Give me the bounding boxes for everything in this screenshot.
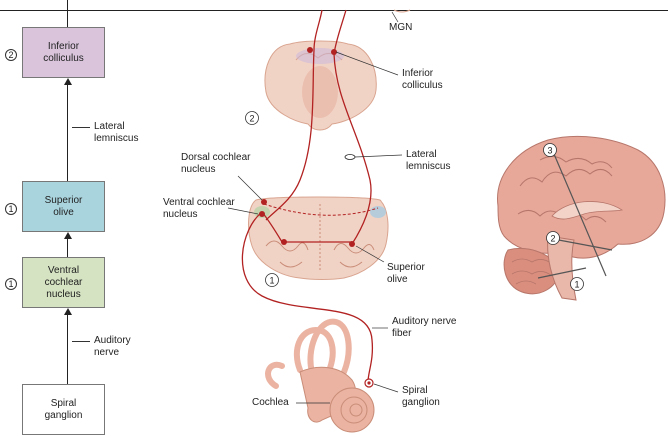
ventral-cochlear-nucleus-dot: [259, 211, 265, 217]
section-number-brainstem: 1: [269, 276, 274, 286]
label-inferior-colliculus: Inferior colliculus: [402, 68, 443, 92]
label-dorsal-cochlear-nucleus: Dorsal cochlear nucleus: [181, 152, 250, 176]
label-lateral-lemniscus: Lateral lemniscus: [406, 149, 450, 173]
brain-brainstem: [548, 236, 576, 300]
leader-lateral-lemniscus: [355, 155, 402, 157]
brain-marker-2: 2: [550, 234, 555, 244]
label-cochlea: Cochlea: [252, 397, 289, 409]
leader-dorsal-cochlear-nucleus: [238, 176, 262, 200]
label-ventral-cochlear-nucleus: Ventral cochlear nucleus: [163, 197, 235, 221]
label-superior-olive: Superior olive: [387, 262, 425, 286]
lateral-lemniscus-marker: [345, 155, 355, 160]
leader-mgn: [392, 12, 398, 22]
midbrain-tint: [296, 48, 344, 64]
superior-olive-dot-left: [281, 239, 287, 245]
brainstem-blue-tint: [370, 206, 386, 218]
brain-marker-3: 3: [547, 146, 552, 156]
label-auditory-nerve-fiber: Auditory nerve fiber: [392, 316, 456, 340]
inferior-colliculus-nucleus-left: [307, 47, 313, 53]
label-spiral-ganglion: Spiral ganglion: [402, 385, 440, 409]
label-mgn: MGN: [389, 22, 412, 34]
mgn-shape: [394, 10, 410, 12]
section-number-midbrain: 2: [249, 114, 254, 124]
brain-cerebrum: [498, 136, 665, 258]
midbrain-core: [302, 66, 338, 118]
spiral-ganglion-cell-core: [367, 381, 370, 384]
brain-marker-1: 1: [574, 280, 579, 290]
brainstem-section: [249, 197, 388, 280]
superior-olive-dot-right: [349, 241, 355, 247]
leader-spiral-ganglion: [374, 384, 398, 392]
